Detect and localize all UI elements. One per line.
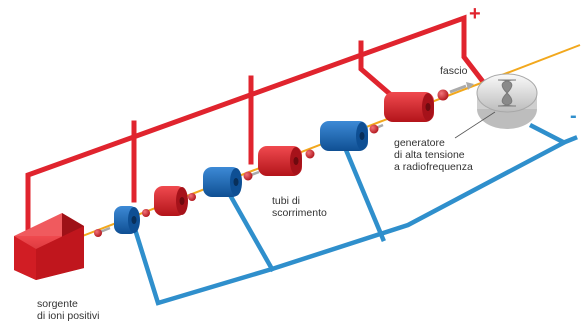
ion-source-label-line-2: di ioni positivi [37,310,100,322]
ion-source-label-line-1: sorgente [37,298,78,310]
negative-branch-3 [528,122,567,146]
ion-5 [305,149,315,159]
drift-tube-6 [384,92,434,122]
ion-7 [437,82,474,101]
drift-tube-5 [320,121,368,151]
ion-4 [243,170,260,181]
beam-label: fascio [440,65,468,77]
ion-1 [94,226,111,237]
negative-branch-1 [226,191,276,273]
drift-tube-1 [114,206,140,234]
rf-generator [476,73,538,129]
negative-terminal-sign: - [570,105,577,127]
generator-leader [454,111,496,139]
ion-2 [142,209,150,217]
generator-label: generatore di alta tensione a radiofrequ… [394,137,473,173]
ion-6 [369,123,384,134]
generator-label-line-2: di alta tensione [394,149,465,161]
generator-label-line-1: generatore [394,137,445,149]
drift-tube-3 [203,167,242,197]
positive-main-wire [25,14,488,235]
negative-branch-2 [343,147,386,242]
generator-label-line-3: a radiofrequenza [394,161,473,173]
positive-circuit [25,14,488,235]
ions [94,82,474,237]
leader-lines [454,111,496,139]
drift-tube-2 [154,186,188,216]
positive-branch-3 [358,40,402,105]
ion-source [14,213,84,280]
negative-main-wire [131,135,578,306]
negative-circuit [131,122,578,306]
drift-tubes-label: tubi di scorrimento [272,195,327,219]
drift-tube-4 [258,146,302,176]
drift-tubes-label-line-1: tubi di [272,195,301,207]
drift-tubes-label-line-2: scorrimento [272,207,327,219]
ac-wave-icon [497,79,517,107]
ion-source-label: sorgente di ioni positivi [37,298,99,322]
positive-terminal-sign: + [469,3,481,25]
ion-3 [188,193,196,201]
